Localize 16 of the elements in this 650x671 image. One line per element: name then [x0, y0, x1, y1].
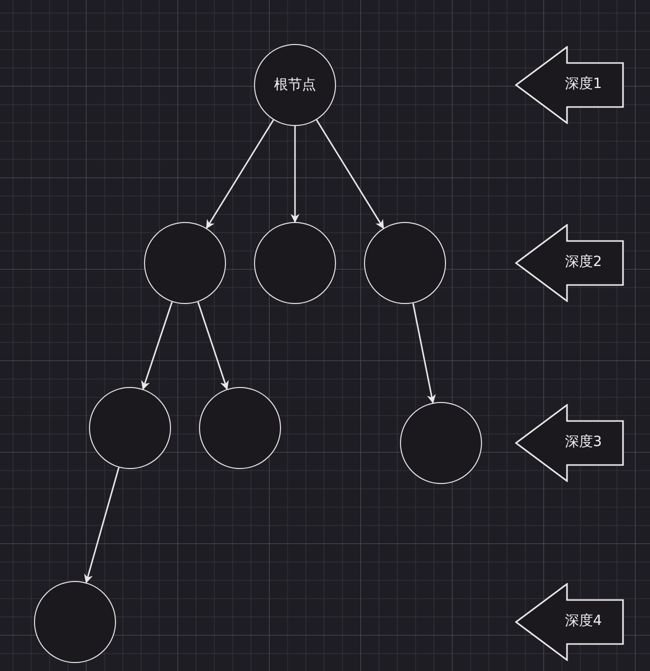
block-arrow — [515, 46, 624, 124]
block-arrow — [515, 583, 624, 661]
depth-label: 深度1 — [565, 75, 602, 93]
arrow — [412, 303, 436, 404]
arrow — [84, 467, 120, 584]
arrow — [316, 119, 384, 229]
block-arrow — [515, 224, 624, 302]
node-label: 根节点 — [274, 76, 316, 94]
arrow — [197, 302, 229, 390]
depth-label: 深度2 — [565, 253, 602, 271]
depth-label: 深度4 — [565, 612, 602, 630]
block-arrow — [515, 404, 624, 482]
arrow — [206, 119, 274, 229]
arrow — [290, 126, 300, 223]
arrow — [141, 302, 173, 390]
depth-label: 深度3 — [565, 433, 602, 451]
